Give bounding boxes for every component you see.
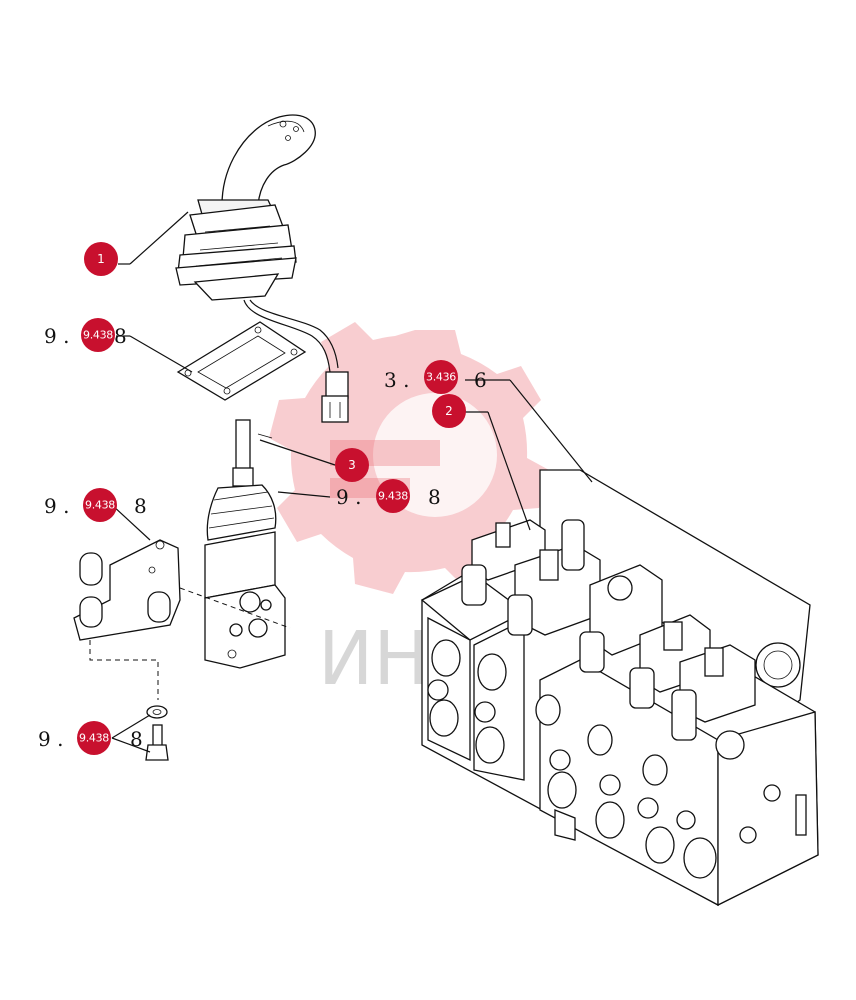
reference-pilot-valve: 9 . 8 9.438 bbox=[336, 479, 441, 513]
pilot-valve bbox=[179, 419, 291, 669]
svg-text:9.438: 9.438 bbox=[85, 499, 115, 512]
ref-badge: 9.438 bbox=[77, 721, 111, 755]
ref-badge: 9.438 bbox=[376, 479, 410, 513]
ref-prefix: 9 . bbox=[44, 494, 69, 518]
callout-2-label: 2 bbox=[445, 404, 453, 418]
svg-text:9.438: 9.438 bbox=[79, 732, 109, 745]
main-valve-block bbox=[420, 469, 819, 907]
leader-lines bbox=[111, 211, 593, 753]
gasket-frame bbox=[176, 321, 307, 401]
ref-suffix: 8 bbox=[130, 727, 143, 751]
svg-text:9.438: 9.438 bbox=[83, 329, 113, 342]
joystick-handle bbox=[175, 114, 349, 423]
reference-valve-block: 3 . 6 3.436 bbox=[384, 360, 487, 394]
reference-bolt: 9 . 8 9.438 bbox=[38, 721, 143, 755]
callout-1: 1 bbox=[84, 242, 118, 276]
reference-gasket: 9 . 8 9.438 bbox=[44, 318, 127, 352]
ref-prefix: 3 . bbox=[384, 368, 409, 392]
ref-suffix: 8 bbox=[114, 324, 127, 348]
ref-prefix: 9 . bbox=[38, 727, 63, 751]
reference-bracket: 9 . 8 9.438 bbox=[44, 488, 147, 522]
svg-text:3.436: 3.436 bbox=[426, 371, 456, 384]
ref-badge: 9.438 bbox=[83, 488, 117, 522]
callout-1-label: 1 bbox=[97, 252, 105, 266]
ref-suffix: 6 bbox=[474, 368, 487, 392]
ref-badge: 3.436 bbox=[424, 360, 458, 394]
callout-2: 2 bbox=[432, 394, 466, 428]
callout-3-label: 3 bbox=[348, 458, 356, 472]
bolt-and-washer bbox=[145, 705, 169, 761]
callout-3: 3 bbox=[335, 448, 369, 482]
svg-text:9.438: 9.438 bbox=[378, 490, 408, 503]
ref-prefix: 9 . bbox=[336, 485, 361, 509]
ref-badge: 9.438 bbox=[81, 318, 115, 352]
mounting-bracket bbox=[73, 539, 181, 700]
ref-suffix: 8 bbox=[428, 485, 441, 509]
ref-prefix: 9 . bbox=[44, 324, 69, 348]
ref-suffix: 8 bbox=[134, 494, 147, 518]
